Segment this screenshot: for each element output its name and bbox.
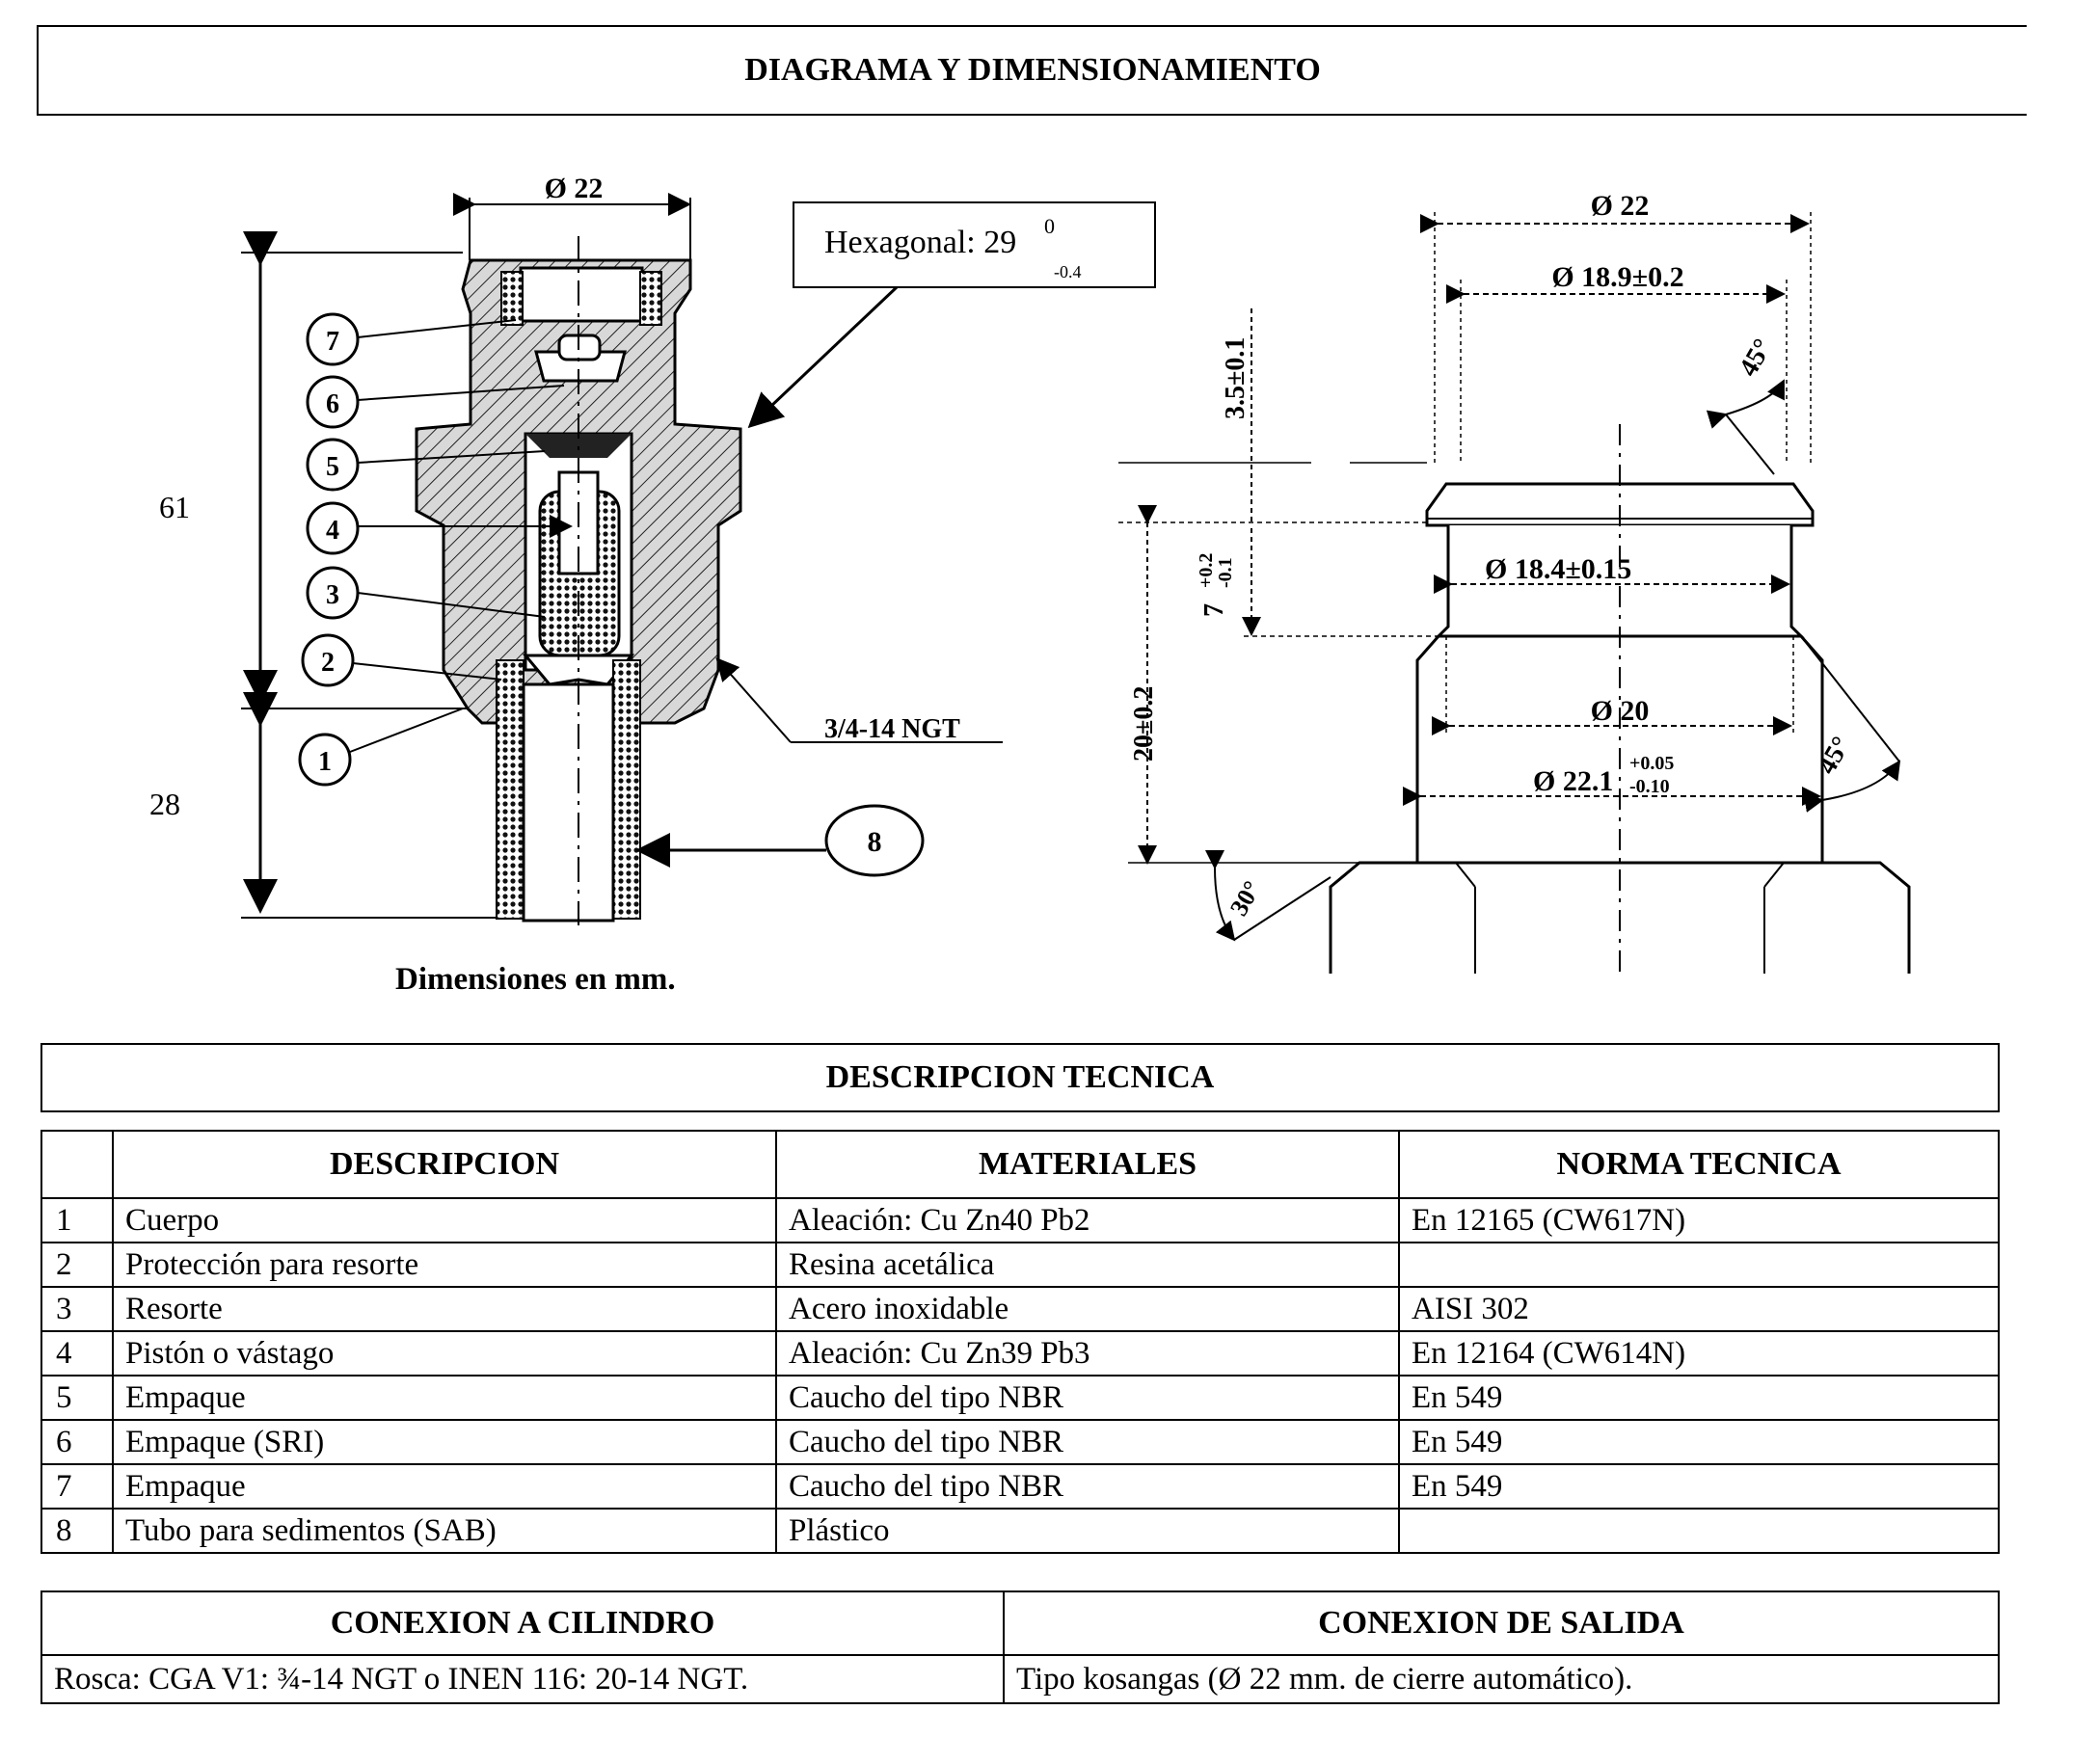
dim-h7-tol-up: +0.2: [1196, 553, 1217, 588]
outlet-connection-title: CONEXION DE SALIDA: [1003, 1590, 2000, 1656]
outlet-dimension-diagram: Ø 22 Ø 18.9±0.2 45° 3.5±0.1 Ø 18.4±0.15 …: [1118, 190, 1911, 974]
page-title: DIAGRAMA Y DIMENSIONAMIENTO: [37, 25, 2027, 116]
row-num: 7: [40, 1463, 114, 1510]
tech-spec-table: DESCRIPCION MATERIALES NORMA TECNICA 1 C…: [40, 1130, 2000, 1554]
table-row: 6 Empaque (SRI) Caucho del tipo NBR En 5…: [40, 1419, 2000, 1465]
col-header-description: DESCRIPCION: [112, 1130, 777, 1199]
row-material: Plástico: [775, 1508, 1400, 1554]
cylinder-connection-title: CONEXION A CILINDRO: [40, 1590, 1005, 1656]
connections-table: CONEXION A CILINDRO CONEXION DE SALIDA R…: [40, 1590, 2000, 1704]
hex-label: Hexagonal: 29: [824, 225, 1016, 260]
part-balloon-1: 1: [298, 708, 464, 787]
row-description: Resorte: [112, 1286, 777, 1332]
angle-30: 30°: [1224, 876, 1266, 921]
part-balloon-6: 6: [306, 375, 565, 429]
col-header-norm: NORMA TECNICA: [1398, 1130, 2000, 1199]
table-row: 1 Cuerpo Aleación: Cu Zn40 Pb2 En 12165 …: [40, 1197, 2000, 1243]
part-balloon-2: 2: [301, 633, 502, 687]
row-description: Pistón o vástago: [112, 1330, 777, 1376]
dim-d20: Ø 20: [1591, 695, 1650, 727]
dim-61: 61: [159, 490, 190, 524]
dim-28: 28: [149, 787, 180, 821]
row-norm: [1398, 1508, 2000, 1554]
svg-text:8: 8: [868, 826, 882, 858]
row-description: Empaque: [112, 1463, 777, 1510]
table-row: 3 Resorte Acero inoxidable AISI 302: [40, 1286, 2000, 1332]
svg-text:5: 5: [326, 452, 339, 482]
page-title-text: DIAGRAMA Y DIMENSIONAMIENTO: [744, 52, 1321, 88]
tech-section-title-text: DESCRIPCION TECNICA: [825, 1059, 1215, 1095]
row-norm: AISI 302: [1398, 1286, 2000, 1332]
row-num: 4: [40, 1330, 114, 1376]
row-description: Empaque: [112, 1375, 777, 1421]
row-material: Caucho del tipo NBR: [775, 1375, 1400, 1421]
dim-h35: 3.5±0.1: [1221, 337, 1251, 419]
tech-section-title: DESCRIPCION TECNICA: [40, 1043, 2000, 1112]
units-label: Dimensiones en mm.: [395, 962, 676, 997]
hex-label-box: [793, 201, 1156, 288]
row-material: Acero inoxidable: [775, 1286, 1400, 1332]
table-row: 5 Empaque Caucho del tipo NBR En 549: [40, 1375, 2000, 1421]
angle-45-top: 45°: [1734, 334, 1778, 381]
dim-top-diameter: Ø 22: [545, 173, 604, 204]
table-row: 7 Empaque Caucho del tipo NBR En 549: [40, 1463, 2000, 1510]
thread-label: 3/4-14 NGT: [824, 714, 960, 744]
part-balloon-4: 4: [306, 501, 573, 555]
outlet-connection-value: Tipo kosangas (Ø 22 mm. de cierre automá…: [1003, 1654, 2000, 1704]
outlet-head: [1425, 482, 1815, 527]
dim-d189: Ø 18.9±0.2: [1551, 261, 1683, 293]
row-num: 5: [40, 1375, 114, 1421]
dim-h7-tol-down: -0.1: [1215, 557, 1236, 588]
dim-d221: Ø 22.1: [1533, 765, 1613, 797]
hex-tol-up: 0: [1044, 214, 1055, 238]
row-material: Aleación: Cu Zn39 Pb3: [775, 1330, 1400, 1376]
row-num: 6: [40, 1419, 114, 1465]
row-material: Aleación: Cu Zn40 Pb2: [775, 1197, 1400, 1243]
row-norm: En 12164 (CW614N): [1398, 1330, 2000, 1376]
svg-text:2: 2: [321, 648, 335, 678]
cylinder-connection-value: Rosca: CGA V1: ¾-14 NGT o INEN 116: 20-1…: [40, 1654, 1005, 1704]
row-norm: En 549: [1398, 1419, 2000, 1465]
tech-table-header: DESCRIPCION MATERIALES NORMA TECNICA: [40, 1130, 2000, 1199]
svg-text:7: 7: [326, 327, 339, 357]
row-norm: [1398, 1242, 2000, 1288]
dim-d22: Ø 22: [1591, 190, 1650, 222]
svg-text:4: 4: [326, 516, 339, 546]
col-header-num: [40, 1130, 114, 1199]
row-material: Resina acetálica: [775, 1242, 1400, 1288]
row-description: Protección para resorte: [112, 1242, 777, 1288]
row-norm: En 12165 (CW617N): [1398, 1197, 2000, 1243]
row-num: 8: [40, 1508, 114, 1554]
row-description: Cuerpo: [112, 1197, 777, 1243]
row-description: Empaque (SRI): [112, 1419, 777, 1465]
part-balloon-3: 3: [306, 566, 546, 620]
svg-text:3: 3: [326, 580, 339, 610]
dim-h7: 7: [1199, 603, 1229, 617]
part-balloon-5: 5: [306, 438, 546, 492]
svg-text:1: 1: [318, 747, 332, 777]
row-description: Tubo para sedimentos (SAB): [112, 1508, 777, 1554]
dim-d221-tol-up: +0.05: [1629, 753, 1674, 774]
row-num: 1: [40, 1197, 114, 1243]
row-num: 2: [40, 1242, 114, 1288]
part-balloon-8: 8: [635, 804, 925, 877]
table-row: 2 Protección para resorte Resina acetáli…: [40, 1242, 2000, 1288]
table-row: 8 Tubo para sedimentos (SAB) Plástico: [40, 1508, 2000, 1554]
svg-text:6: 6: [326, 389, 339, 419]
valve-section-diagram: Ø 22 61 28 7 6 5 4: [149, 173, 1156, 925]
row-norm: En 549: [1398, 1375, 2000, 1421]
table-row: 4 Pistón o vástago Aleación: Cu Zn39 Pb3…: [40, 1330, 2000, 1376]
row-norm: En 549: [1398, 1463, 2000, 1510]
row-material: Caucho del tipo NBR: [775, 1419, 1400, 1465]
dim-d184: Ø 18.4±0.15: [1485, 553, 1631, 585]
hex-tol-down: -0.4: [1054, 262, 1082, 281]
row-num: 3: [40, 1286, 114, 1332]
col-header-materials: MATERIALES: [775, 1130, 1400, 1199]
dim-h20: 20±0.2: [1129, 686, 1159, 762]
dim-d221-tol-down: -0.10: [1629, 776, 1670, 797]
part-balloon-7: 7: [306, 312, 517, 366]
row-material: Caucho del tipo NBR: [775, 1463, 1400, 1510]
